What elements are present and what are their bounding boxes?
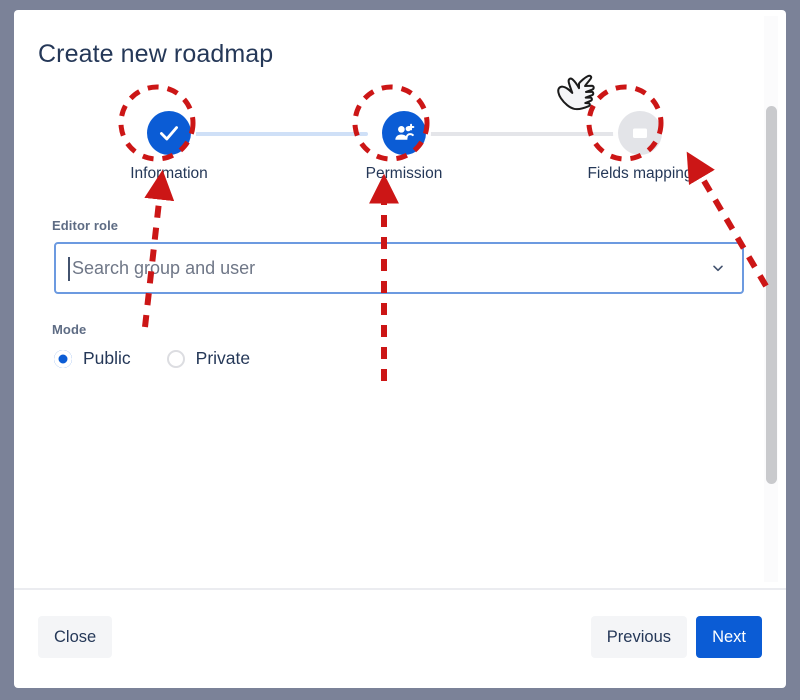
stepper-step-fields-mapping[interactable]: Fields mapping: [565, 105, 715, 183]
text-caret: [68, 257, 70, 281]
stepper-connector-1: [170, 132, 368, 136]
step-label-fields-mapping: Fields mapping: [587, 165, 693, 182]
previous-button[interactable]: Previous: [590, 616, 687, 658]
search-placeholder: Search group and user: [72, 257, 256, 278]
dialog-footer: Close Previous Next: [14, 590, 786, 688]
mode-label: Mode: [52, 322, 87, 337]
page-title: Create new roadmap: [38, 40, 274, 68]
radio-label-public: Public: [83, 348, 131, 368]
mode-radio-group: Public Private: [54, 348, 286, 369]
stepper-connector-2: [428, 132, 626, 136]
radio-indicator-public[interactable]: [54, 349, 72, 368]
step-circle-fields-mapping[interactable]: [618, 111, 662, 155]
search-group-user-input[interactable]: Search group and user: [54, 242, 744, 294]
stepper: Information Permission: [38, 105, 754, 195]
radio-indicator-private[interactable]: [166, 349, 185, 368]
radio-option-public[interactable]: Public: [54, 348, 131, 369]
radio-label-private: Private: [195, 348, 251, 368]
chevron-down-icon[interactable]: [710, 260, 726, 276]
step-label-information: Information: [130, 165, 208, 182]
step-label-permission: Permission: [365, 165, 443, 182]
editor-role-label: Editor role: [52, 218, 119, 233]
stepper-step-information[interactable]: Information: [94, 105, 244, 183]
fields-table-icon: [633, 128, 647, 138]
radio-option-private[interactable]: Private: [166, 348, 251, 369]
check-icon: [160, 126, 178, 141]
close-button[interactable]: Close: [38, 616, 113, 658]
footer-divider: [14, 588, 786, 590]
scrollbar-thumb[interactable]: [766, 106, 777, 484]
add-people-icon: [394, 123, 414, 140]
dialog-body: Create new roadmap Information: [14, 10, 786, 588]
next-button[interactable]: Next: [696, 616, 762, 658]
step-circle-permission[interactable]: [382, 111, 426, 155]
step-circle-information[interactable]: [147, 111, 191, 155]
create-roadmap-dialog: Create new roadmap Information: [14, 10, 786, 688]
stepper-step-permission[interactable]: Permission: [329, 105, 479, 183]
